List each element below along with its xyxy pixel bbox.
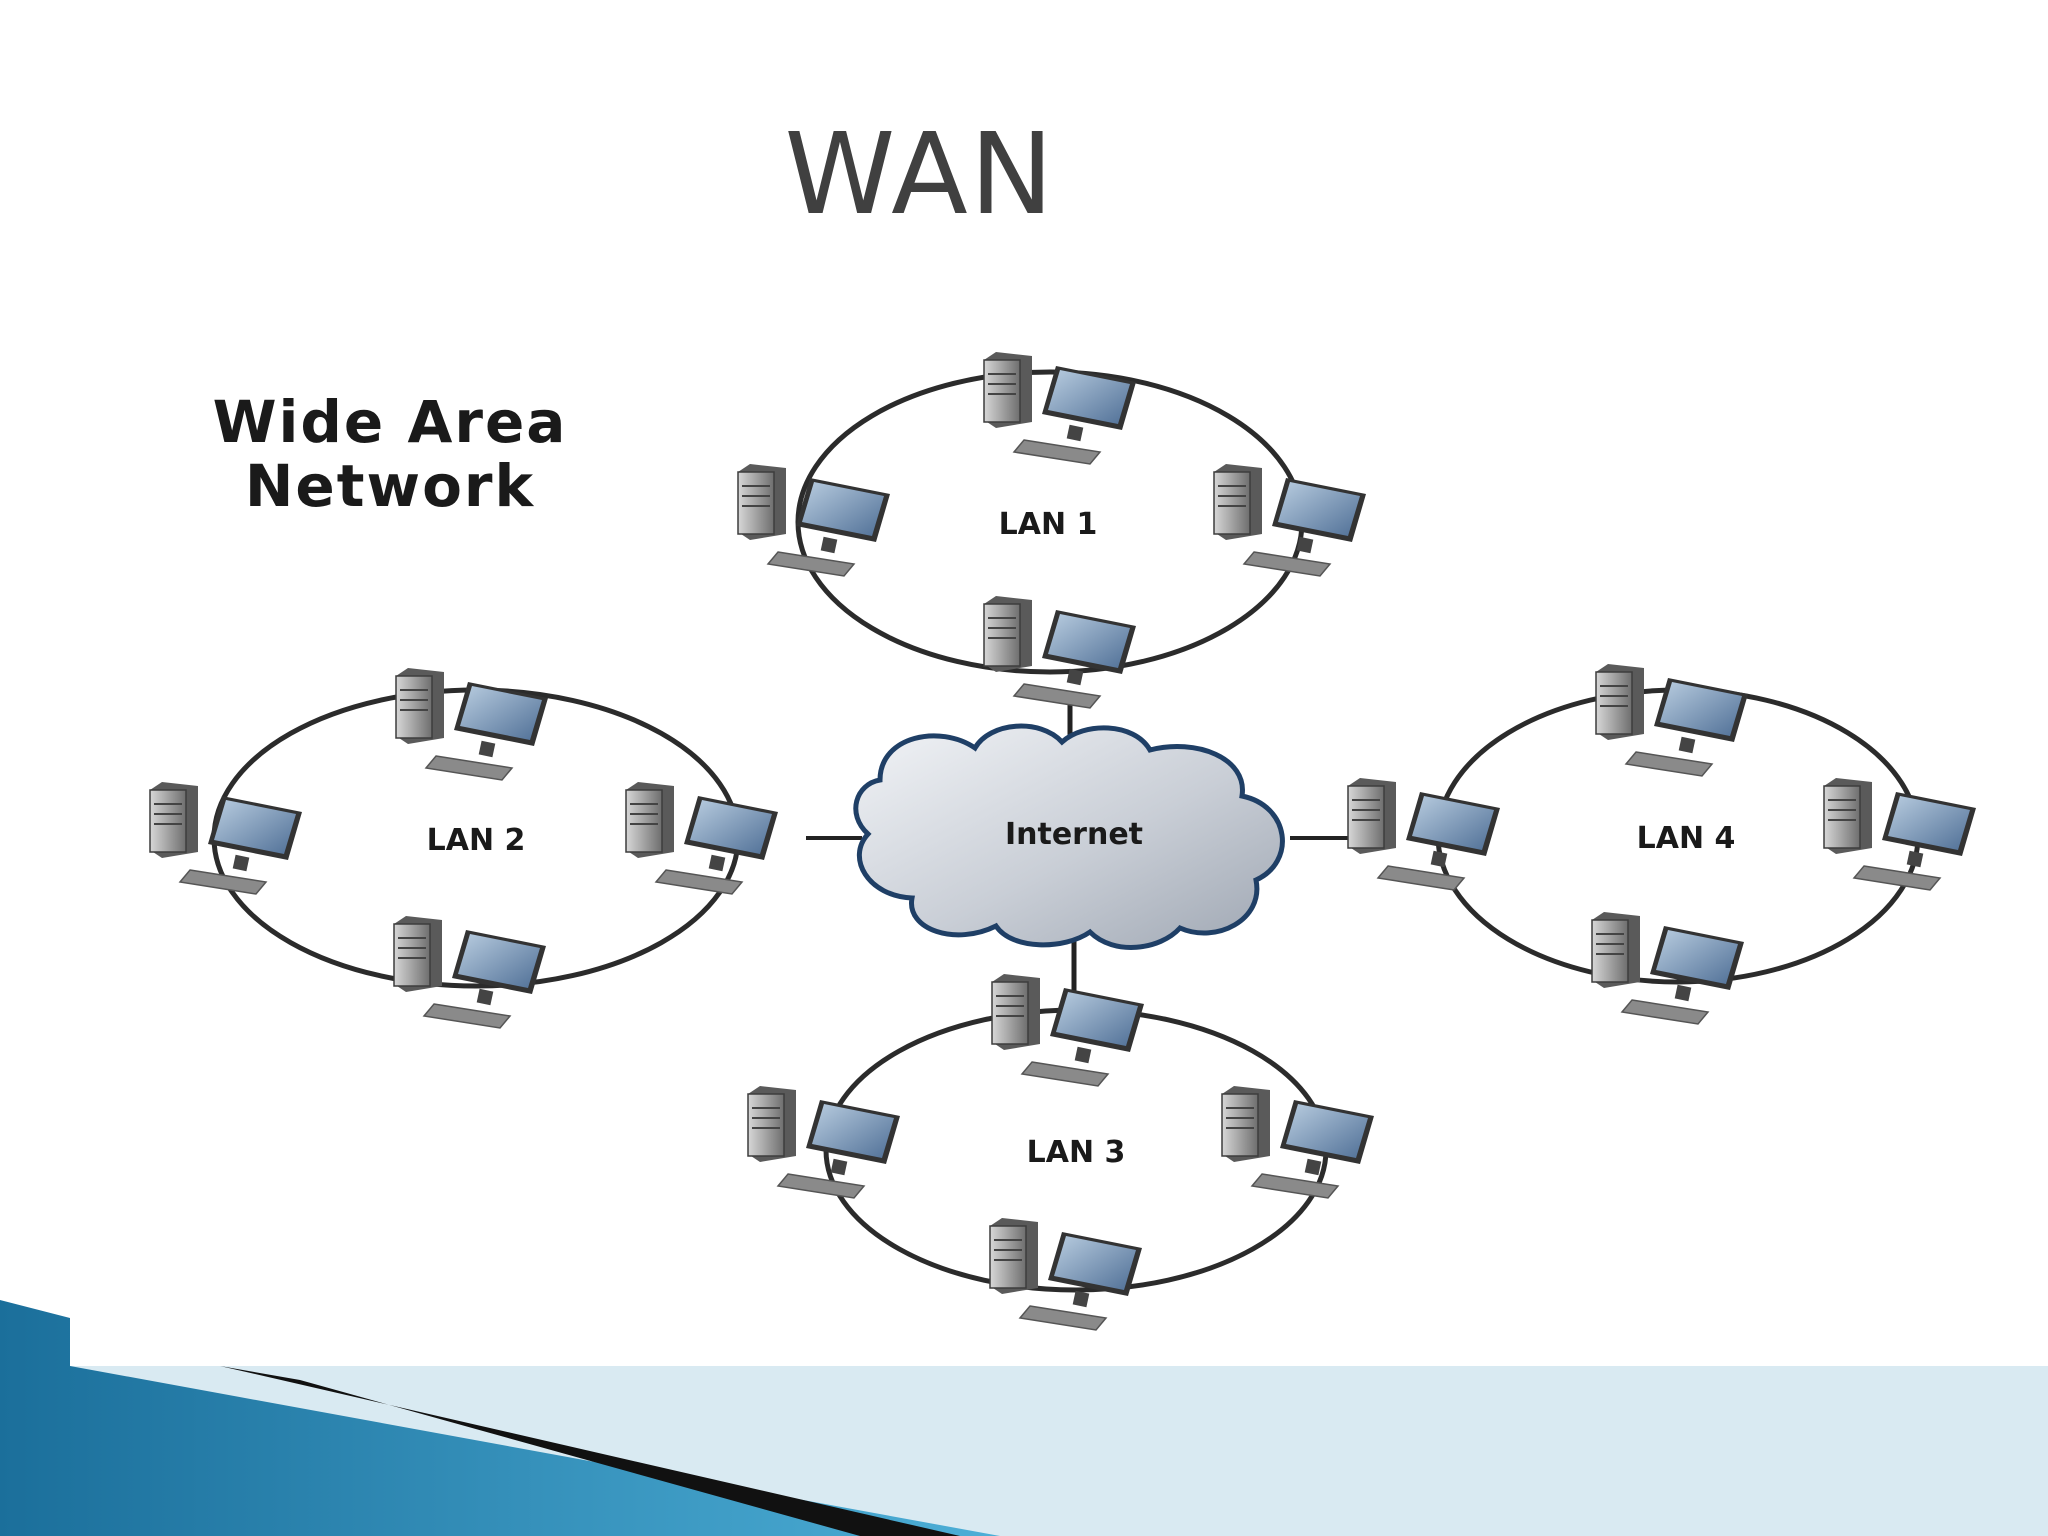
lan2-workstation-right xyxy=(625,781,779,895)
lan1-workstation-top xyxy=(983,351,1137,465)
diagram-caption: Wide Area Network xyxy=(90,390,690,518)
lan4-workstation-right xyxy=(1823,777,1977,891)
lan1-workstation-left xyxy=(737,463,891,577)
lan4-workstation-bottom xyxy=(1591,911,1745,1025)
lan3-workstation-bottom xyxy=(989,1217,1143,1331)
caption-line-2: Network xyxy=(244,452,536,520)
cloud-icon xyxy=(853,723,1285,950)
lan3-label: LAN 3 xyxy=(1027,1135,1126,1170)
caption-line-1: Wide Area xyxy=(212,388,568,456)
lan2-workstation-top xyxy=(395,667,549,781)
lan3-workstation-left xyxy=(747,1085,901,1199)
lan4-label: LAN 4 xyxy=(1637,821,1736,856)
bottom-decoration xyxy=(0,1300,2048,1536)
lan2-workstation-bottom xyxy=(393,915,547,1029)
internet-cloud: Internet xyxy=(853,723,1285,950)
internet-label: Internet xyxy=(1005,817,1143,852)
lan1-workstation-right xyxy=(1213,463,1367,577)
lan2-label: LAN 2 xyxy=(427,823,526,858)
lan4-workstation-top xyxy=(1595,663,1749,777)
lan4-workstation-left xyxy=(1347,777,1501,891)
lan2-workstation-left xyxy=(149,781,303,895)
slide-title: WAN xyxy=(784,110,1056,240)
lan1-workstation-bottom xyxy=(983,595,1137,709)
lan3-workstation-top xyxy=(991,973,1145,1087)
lan1-label: LAN 1 xyxy=(999,507,1098,542)
lan3-workstation-right xyxy=(1221,1085,1375,1199)
